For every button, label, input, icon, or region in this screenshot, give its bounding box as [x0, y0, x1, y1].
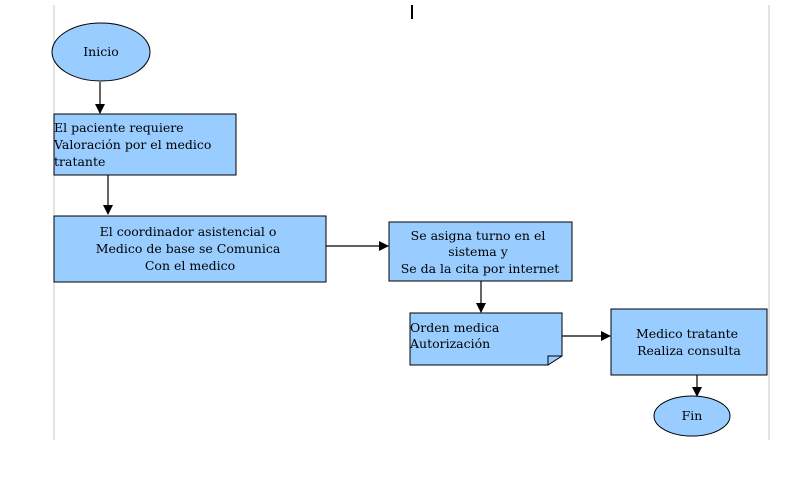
end-node-label: Fin	[682, 408, 703, 423]
requiere-node-label: El paciente requiere Valoración por el m…	[53, 120, 215, 169]
coordinador-node[interactable]: El coordinador asistencial o Medico de b…	[53, 215, 327, 283]
requiere-node-shape	[53, 113, 237, 176]
start-node-shape	[51, 22, 151, 82]
turno-node-label: Se asigna turno en el sistema y Se da la…	[401, 228, 560, 276]
turno-node[interactable]: Se asigna turno en el sistema y Se da la…	[388, 221, 573, 282]
requiere-node[interactable]: El paciente requiere Valoración por el m…	[53, 113, 237, 176]
orden-node-fold	[547, 355, 562, 365]
coordinador-node-shape	[53, 215, 327, 283]
orden-node[interactable]: Orden medica Autorización	[409, 312, 563, 366]
consulta-node-label: Medico tratante Realiza consulta	[636, 326, 742, 358]
end-node[interactable]: Fin	[653, 395, 731, 437]
start-node[interactable]: Inicio	[51, 22, 151, 82]
coordinador-node-label: El coordinador asistencial o Medico de b…	[96, 224, 285, 273]
orden-node-shape	[409, 312, 563, 366]
turno-node-shape	[388, 221, 573, 282]
start-node-label: Inicio	[83, 44, 119, 59]
end-node-shape	[653, 395, 731, 437]
consulta-node-shape	[610, 308, 768, 376]
consulta-node[interactable]: Medico tratante Realiza consulta	[610, 308, 768, 376]
orden-node-label: Orden medica Autorización	[409, 320, 503, 351]
